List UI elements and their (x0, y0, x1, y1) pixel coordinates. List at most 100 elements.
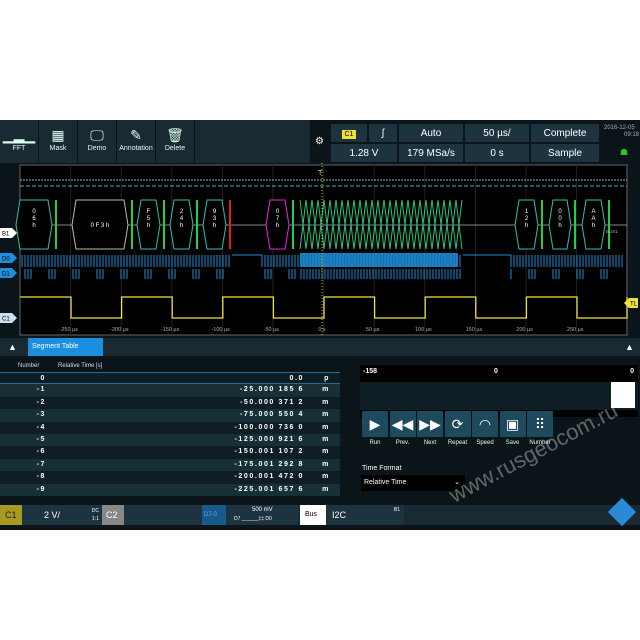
repeat-icon: ⟳ (451, 416, 464, 432)
time-format-select[interactable]: Relative Time⌄ (361, 475, 465, 491)
run-button[interactable]: ▶ (362, 411, 388, 437)
toolbar-button-demo[interactable]: 🖵Demo (78, 120, 117, 163)
history-current: 0 (494, 368, 498, 375)
segment-time: -125.000 921 6 (234, 435, 304, 443)
horizontal-position[interactable]: 0 s (464, 143, 530, 163)
speed-button[interactable]: ◠ (472, 411, 498, 437)
segment-unit: m (322, 411, 330, 419)
bus-id: B1 (393, 507, 400, 513)
segment-time: 0.0 (289, 375, 304, 382)
segment-unit: m (322, 435, 330, 443)
d1-marker[interactable]: D1 (0, 268, 17, 278)
trigger-source[interactable]: C1 (330, 123, 368, 143)
history-bar[interactable]: -158 0 0 (360, 365, 638, 417)
save-icon: ▣ (505, 416, 520, 432)
c1-marker-shape (0, 313, 17, 323)
table-row[interactable]: -5 -125.000 921 6 m (0, 433, 340, 447)
history-slider-track[interactable] (360, 382, 638, 410)
segment-number: -9 (36, 485, 46, 493)
burst-trace (443, 199, 451, 250)
header-number: Number (18, 363, 40, 369)
decode-frame (169, 199, 194, 250)
time-label: 250 µs (567, 327, 584, 333)
bus-b1-marker[interactable]: B1 (0, 228, 17, 238)
toolbar-button-delete[interactable]: 🗑Delete (156, 120, 195, 163)
digital-badge[interactable]: D7-0 (202, 505, 226, 525)
c2-settings[interactable] (124, 505, 202, 525)
segment-time: -225.001 657 6 (234, 485, 304, 493)
toolbar-button-mask[interactable]: ▦Mask (39, 120, 78, 163)
number-button[interactable]: ⠿ (527, 411, 553, 437)
sample-rate[interactable]: 179 MSa/s (398, 143, 464, 163)
digital-threshold: 500 mV (252, 507, 273, 513)
prev-button[interactable]: ◀◀ (389, 411, 416, 437)
c1-coupling: DC (91, 508, 99, 514)
toolbar-button-annotation[interactable]: ✎Annotation (117, 120, 156, 163)
segment-unit: m (322, 473, 330, 481)
segment-time: -50.000 371 2 (239, 398, 304, 406)
burst-trace (455, 199, 463, 250)
table-header: Number Relative Time [s] (0, 361, 340, 372)
decode-frame (71, 199, 129, 250)
decode-label: 0 F 3 h (91, 223, 110, 229)
trigger-slope[interactable]: ʃ (368, 123, 398, 143)
trigger-level-marker[interactable]: TL (624, 298, 638, 308)
trigger-level-marker-text: TL (630, 302, 638, 308)
burst-trace (335, 199, 343, 250)
burst-trace (329, 199, 337, 250)
burst-trace (365, 199, 373, 250)
burst-trace (389, 199, 397, 250)
toolbar-label: Mask (49, 145, 67, 152)
tab-segment-table[interactable]: Segment Table (28, 338, 103, 356)
bus-protocol: I2C (332, 510, 347, 520)
trigger-level[interactable]: 1.28 V (330, 143, 398, 163)
burst-trace (305, 199, 313, 250)
history-slider-handle[interactable] (611, 382, 635, 408)
burst-trace (377, 199, 385, 250)
bus-badge[interactable]: Bus (300, 505, 326, 525)
c1-marker[interactable]: C1 (0, 313, 17, 323)
d0-marker[interactable]: D0 (0, 253, 17, 263)
expand-up-icon[interactable]: ▲ (625, 342, 634, 352)
settings-icon[interactable]: ⚙ (315, 136, 324, 147)
decode-frame (136, 199, 161, 250)
c2-badge[interactable]: C2 (102, 505, 124, 525)
repeat-button[interactable]: ⟳ (444, 411, 471, 437)
segment-time: -150.001 107 2 (234, 448, 304, 456)
acquisition-mode[interactable]: Sample (530, 143, 600, 163)
segment-unit: m (322, 460, 330, 468)
burst-trace (383, 199, 391, 250)
decode-frame (581, 199, 606, 250)
bus-settings[interactable]: I2C B1 (326, 505, 404, 525)
save-button[interactable]: ▣ (499, 411, 526, 437)
acquisition-state[interactable]: Complete (530, 123, 600, 143)
collapse-up-icon[interactable]: ▲ (8, 342, 17, 352)
pencil-icon: ✎ (130, 127, 142, 143)
segment-time: -25.000 185 6 (239, 386, 304, 394)
c1-badge[interactable]: C1 (0, 505, 22, 525)
toolbar-button-fft[interactable]: ▁▂▁FFT (0, 120, 39, 163)
next-button[interactable]: ▶▶ (417, 411, 443, 437)
timebase[interactable]: 50 µs/ (464, 123, 530, 143)
burst-trace (413, 199, 421, 250)
bus-b1-marker-text: B1 (2, 232, 10, 238)
burst-trace (419, 199, 427, 250)
digital-range: D7 ______‡‡ D0 (234, 516, 272, 522)
segment-number: -5 (36, 435, 46, 443)
burst-trace (371, 199, 379, 250)
trigger-mode[interactable]: Auto (398, 123, 464, 143)
header-relative-time: Relative Time [s] (58, 363, 103, 369)
digital-settings[interactable]: 500 mV D7 ______‡‡ D0 (226, 505, 298, 525)
repeat-label: Repeat (447, 440, 468, 446)
